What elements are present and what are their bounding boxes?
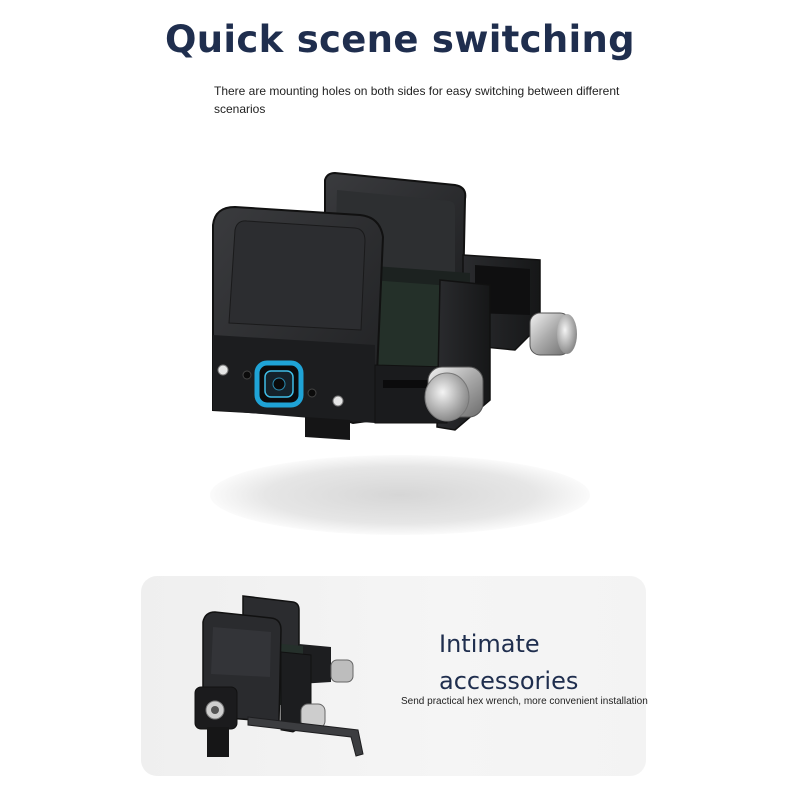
accessory-title-line1: Intimate [439,630,540,658]
accessory-title-line2: accessories [439,667,579,695]
accessory-card: Intimate accessories Send practical hex … [141,576,648,776]
phone-clamp-with-hex-wrench-icon [194,595,364,757]
page-subtitle: There are mounting holes on both sides f… [214,84,620,116]
product-shadow [210,455,590,535]
accessory-title: Intimate accessories [439,626,639,700]
phone-clamp-mount-icon [212,171,577,440]
accessory-caption: Send practical hex wrench, more convenie… [401,696,648,707]
page-title: Quick scene switching [165,18,635,61]
